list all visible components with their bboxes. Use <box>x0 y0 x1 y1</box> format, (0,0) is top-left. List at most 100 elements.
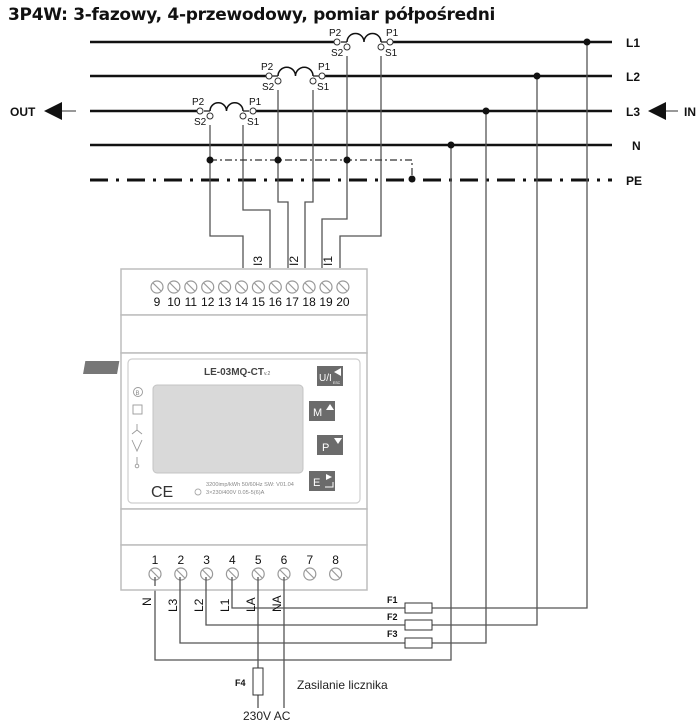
terminal-screw-1[interactable]: 1 <box>148 553 162 581</box>
terminal-screw-14[interactable]: 14 <box>235 280 249 309</box>
ct-terminal <box>333 38 341 46</box>
terminal-number: 4 <box>229 553 236 567</box>
ct-terminal <box>318 72 326 80</box>
terminal-screw-10[interactable]: 10 <box>167 280 181 309</box>
svg-text:B: B <box>136 391 140 397</box>
out-label: OUT <box>10 105 36 119</box>
wire-label-l3: L3 <box>166 598 180 612</box>
terminal-number: 9 <box>154 295 161 309</box>
fuse-f3 <box>404 637 433 649</box>
terminal-screw-18[interactable]: 18 <box>302 280 316 309</box>
ct-terminal-label: P2 <box>192 97 205 108</box>
wire-label-na: NA <box>270 595 284 612</box>
fuse-f1 <box>404 602 433 614</box>
arrow-down-icon <box>334 438 342 444</box>
wire-l2-s2 <box>277 90 289 268</box>
terminal-screw-17[interactable]: 17 <box>286 280 300 309</box>
spec-line-2: 3×230/400V 0.05-5(6)A <box>206 490 265 496</box>
wire-term3-l2 <box>205 577 405 626</box>
ct-terminal-label: P1 <box>249 97 262 108</box>
terminal-screw-9[interactable]: 9 <box>150 280 164 309</box>
ct-terminal <box>249 107 257 115</box>
supply-voltage: 230V AC <box>243 709 291 723</box>
svg-text:M: M <box>313 407 322 419</box>
terminal-number: 6 <box>281 553 288 567</box>
terminal-screw-19[interactable]: 19 <box>319 280 333 309</box>
fuse-f4 <box>252 667 264 696</box>
fuse-f2 <box>404 619 433 631</box>
junction-dot <box>206 156 214 164</box>
fuse-label-f4: F4 <box>235 678 246 688</box>
line-label-l2: L2 <box>626 70 640 84</box>
junction-dot <box>583 38 591 46</box>
terminal-number: 2 <box>177 553 184 567</box>
terminal-screw-12[interactable]: 12 <box>201 280 215 309</box>
svg-text:E: E <box>313 477 320 489</box>
enter-icon <box>325 474 334 488</box>
out-arrow-icon <box>44 102 76 120</box>
terminal-screw-20[interactable]: 20 <box>336 280 350 309</box>
terminal-number: 8 <box>332 553 339 567</box>
junction-dot <box>533 72 541 80</box>
wire-label-l2: L2 <box>192 598 206 612</box>
ct-terminal-label: P1 <box>386 28 399 39</box>
ct-terminal-label: S1 <box>385 48 398 59</box>
terminal-number: 17 <box>286 295 300 309</box>
ct-terminal-label: S1 <box>317 82 330 93</box>
terminal-screw-15[interactable]: 15 <box>252 280 266 309</box>
svg-text:P: P <box>322 442 329 454</box>
terminal-number: 3 <box>203 553 210 567</box>
ct-terminal-label: S1 <box>247 117 260 128</box>
svg-text:«F&F»: «F&F» <box>153 363 181 373</box>
ct-terminal-label: P1 <box>318 62 331 73</box>
terminal-number: 11 <box>185 295 198 309</box>
terminal-screw-3[interactable]: 3 <box>200 553 214 581</box>
ct-terminal <box>386 38 394 46</box>
terminal-screw-7[interactable]: 7 <box>303 553 317 581</box>
tap-n <box>154 145 452 661</box>
line-label-n: N <box>632 139 641 153</box>
ct-terminal <box>309 77 317 85</box>
button-e[interactable]: E <box>309 471 335 491</box>
button-p[interactable]: P <box>317 435 343 455</box>
ct-terminal <box>265 72 273 80</box>
arrow-up-icon <box>326 404 334 410</box>
ground-indicator-icon <box>134 457 140 469</box>
terminal-number: 16 <box>269 295 283 309</box>
terminal-number: 14 <box>235 295 249 309</box>
terminal-screw-11[interactable]: 11 <box>184 280 198 309</box>
ct-coil-icon <box>346 32 382 43</box>
terminal-screw-8[interactable]: 8 <box>329 553 343 581</box>
terminal-screw-13[interactable]: 13 <box>218 280 232 309</box>
tap-l3 <box>432 111 487 644</box>
terminal-screw-16[interactable]: 16 <box>269 280 283 309</box>
bottom-wiring <box>154 577 405 708</box>
fuse-label-f2: F2 <box>387 612 398 622</box>
ct-terminal <box>377 43 385 51</box>
side-indicators: B <box>131 387 143 469</box>
junction-dot <box>274 156 282 164</box>
button-m[interactable]: M <box>309 401 335 421</box>
tap-l1 <box>432 42 588 609</box>
svg-text:ESC: ESC <box>333 381 341 385</box>
ct-wire-label-i2: I2 <box>287 256 301 266</box>
ct-wire-label-i3: I3 <box>251 256 265 266</box>
model-name: LE-03MQ-CT <box>204 367 264 378</box>
junction-dot <box>482 107 490 115</box>
terminal-screw-2[interactable]: 2 <box>174 553 188 581</box>
model-version: v.2 <box>264 371 271 377</box>
spec-line-1: 3200imp/kWh 50/60Hz SW: V01.04 <box>206 482 294 488</box>
wire-l3-s1 <box>242 125 271 268</box>
button-ui-esc[interactable]: U/I ESC <box>317 366 343 386</box>
ct-terminal <box>343 43 351 51</box>
wire-label-la: LA <box>244 597 258 612</box>
ce-mark: CE <box>151 484 173 501</box>
star-connection-icon <box>131 424 143 435</box>
ct-terminal-label: S2 <box>331 48 344 59</box>
junction-dot <box>408 175 416 183</box>
in-label: IN <box>684 105 696 119</box>
